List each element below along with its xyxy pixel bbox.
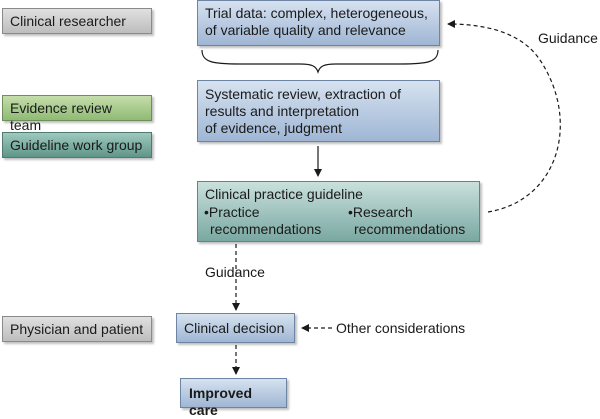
clinical-decision-label: Clinical decision xyxy=(184,320,285,336)
actor-label: Guideline work group xyxy=(10,137,143,153)
research-recs-line-1: •Research xyxy=(348,204,413,220)
actor-label: Evidence review team xyxy=(10,100,112,133)
other-considerations-label: Other considerations xyxy=(336,320,466,336)
review-line-2: results and interpretation xyxy=(205,103,360,119)
trial-data-box: Trial data: complex, heterogeneous, of v… xyxy=(197,0,440,46)
actor-clinical-researcher: Clinical researcher xyxy=(2,8,152,34)
actor-label: Physician and patient xyxy=(10,321,144,337)
improved-care-box: Improved care xyxy=(180,378,287,418)
research-recommendations: •Research recommendations xyxy=(348,204,465,238)
practice-recs-line-1: •Practice xyxy=(204,204,260,220)
brace xyxy=(201,49,439,74)
actor-guideline-work-group: Guideline work group xyxy=(2,132,152,158)
actor-label: Clinical researcher xyxy=(10,13,126,29)
clinical-decision-box: Clinical decision xyxy=(176,313,295,343)
systematic-review-box: Systematic review, extraction of results… xyxy=(197,80,440,142)
improved-care-label: Improved care xyxy=(189,385,253,418)
practice-recs-line-2: recommendations xyxy=(210,221,322,237)
research-recs-line-2: recommendations xyxy=(354,221,466,237)
actor-physician-and-patient: Physician and patient xyxy=(2,316,152,342)
guidance-label-top: Guidance xyxy=(538,30,598,46)
guideline-title: Clinical practice guideline xyxy=(205,186,363,202)
practice-recommendations: •Practice recommendations xyxy=(204,204,321,238)
trial-data-line-1: Trial data: complex, heterogeneous, xyxy=(205,5,428,21)
review-line-3: of evidence, judgment xyxy=(205,120,342,136)
clinical-practice-guideline-box: Clinical practice guideline •Practice re… xyxy=(197,181,480,242)
actor-evidence-review-team: Evidence review team xyxy=(2,95,152,133)
trial-data-line-2: of variable quality and relevance xyxy=(205,22,406,38)
review-line-1: Systematic review, extraction of xyxy=(205,86,402,102)
guidance-label-mid: Guidance xyxy=(205,264,265,280)
